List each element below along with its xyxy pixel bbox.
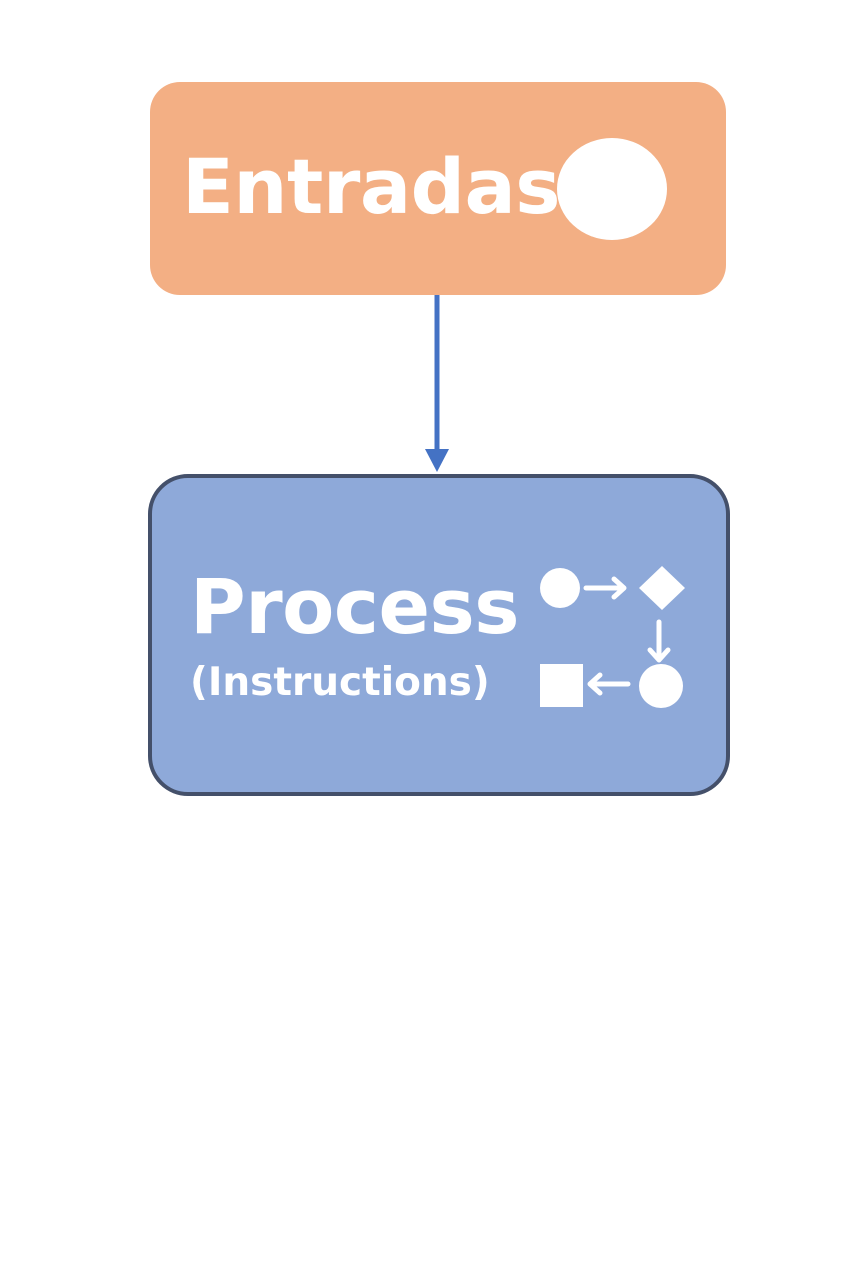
process-flow-icon [540, 566, 685, 708]
flow-arrow-right-head [611, 576, 627, 600]
process-node-title: Process [190, 562, 519, 651]
flow-diamond-icon [639, 566, 685, 610]
flow-end-circle-icon [639, 664, 683, 708]
circle-icon [557, 138, 667, 240]
process-node: Process (Instructions) [148, 474, 730, 796]
process-node-subtitle: (Instructions) [190, 660, 490, 705]
flow-square-icon [540, 664, 583, 707]
arrow-head [425, 449, 449, 472]
flow-start-circle-icon [540, 568, 580, 608]
flow-arrow-down-head [647, 647, 671, 663]
input-node-label: Entradas [182, 142, 561, 231]
input-node: Entradas [150, 82, 726, 295]
flow-arrow-left-head [587, 672, 603, 696]
